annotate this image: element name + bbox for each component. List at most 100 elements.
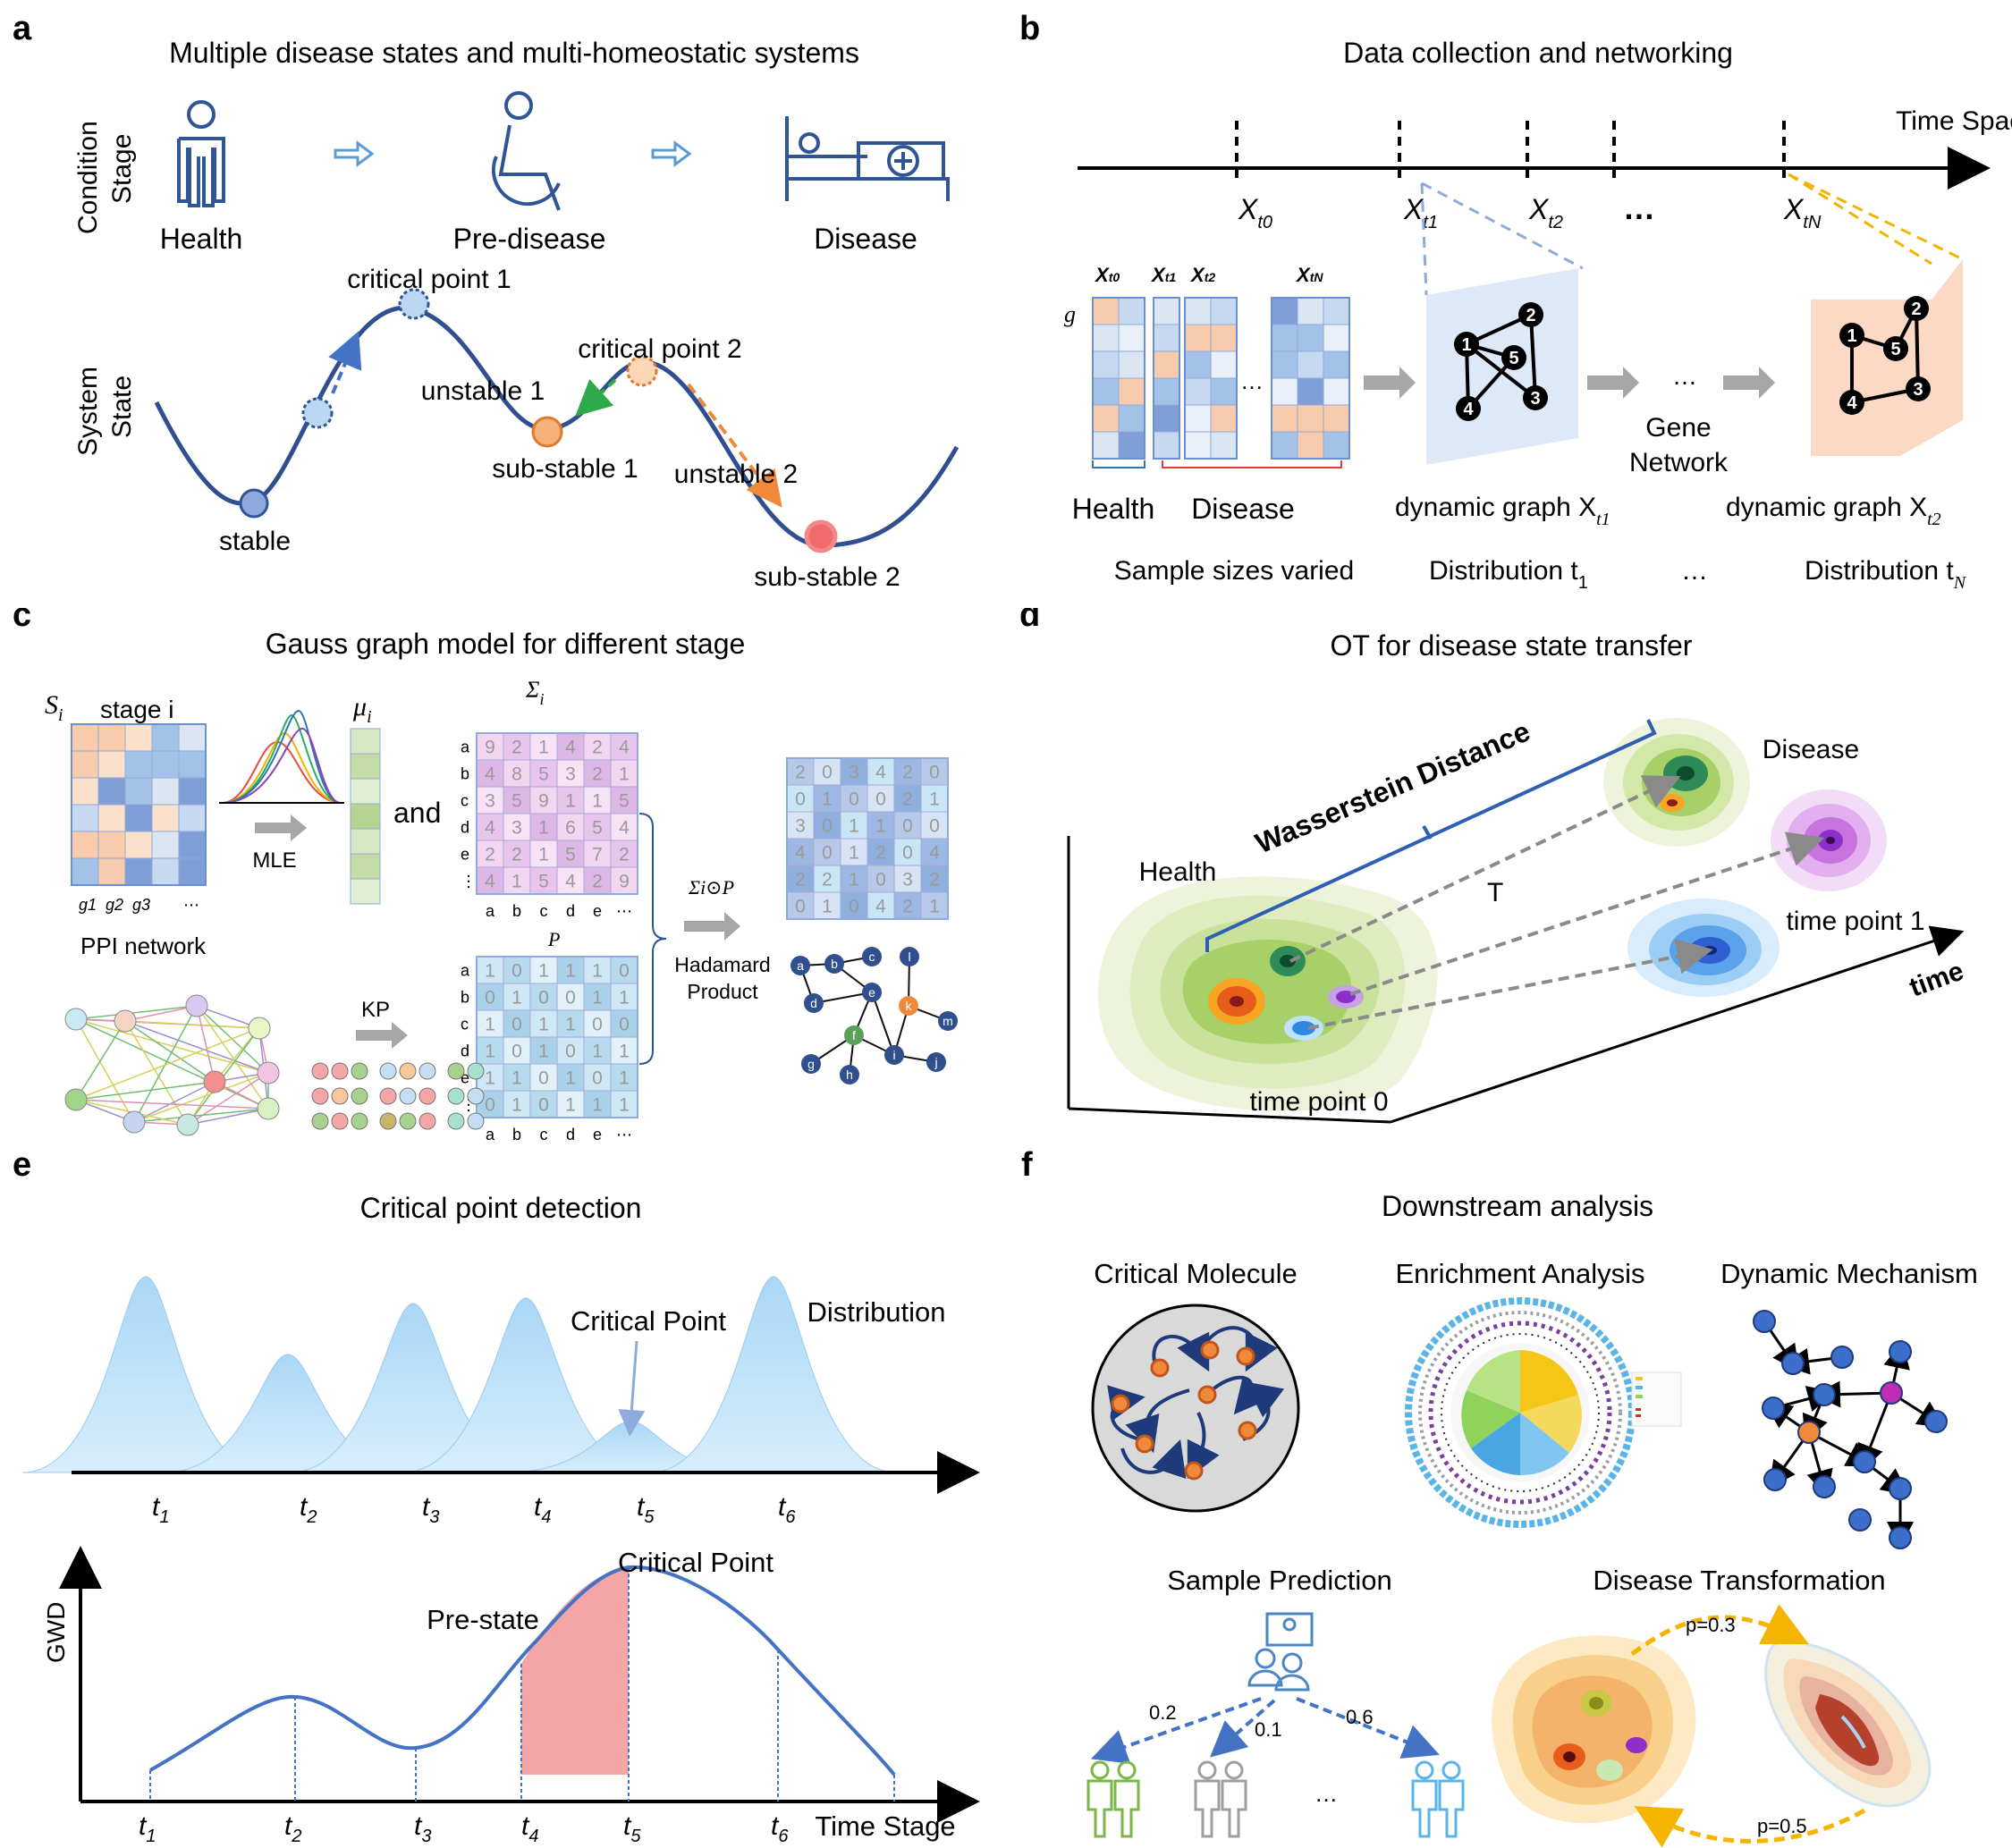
pre-state-area — [521, 1567, 629, 1775]
kp-node-grid — [311, 1062, 485, 1130]
value-cell-text: 1 — [565, 1068, 576, 1089]
people-group-grey-icon — [1194, 1760, 1247, 1838]
kp-dot — [311, 1112, 329, 1130]
value-cell-text: 0 — [485, 988, 495, 1008]
time-label-t0: Xt0 — [1238, 193, 1272, 232]
panel-c-title: Gauss graph model for different stage — [266, 628, 746, 660]
graph-node — [862, 947, 882, 966]
dynamic-graph-t1: dynamic graph Xt1 — [1395, 493, 1610, 529]
value-cell-text: 5 — [538, 764, 549, 785]
stage-matrix-cell — [71, 857, 99, 886]
s-label: Si — [45, 690, 63, 725]
distribution-peak — [649, 1276, 898, 1473]
gene-label-2: g2 — [106, 896, 123, 914]
matrix-cell — [1184, 350, 1212, 379]
value-cell-text: 1 — [619, 1068, 630, 1089]
value-cell — [503, 786, 531, 814]
gene-label-more: ⋯ — [183, 896, 199, 914]
matrix-cell — [1210, 324, 1238, 352]
graph-node — [884, 1045, 904, 1065]
time-stage-label: Time Stage — [815, 1810, 955, 1842]
time-labels: Xt0 Xt1 Xt2 XtN — [1238, 193, 1822, 232]
value-cell-text: 1 — [538, 1042, 549, 1062]
time-ticks — [1235, 121, 1786, 179]
bottom-t-label: t1 — [139, 1811, 156, 1846]
value-cell-text: 3 — [902, 870, 913, 890]
value-cell — [583, 732, 612, 761]
kp-dot — [399, 1112, 417, 1130]
value-cell — [867, 757, 895, 786]
matrix-cell — [1184, 404, 1212, 433]
ppi-network — [64, 994, 280, 1136]
ppi-node — [185, 994, 208, 1017]
value-cell — [503, 1090, 531, 1118]
value-cell-text: 2 — [485, 845, 495, 865]
value-cell-text: 4 — [875, 897, 886, 917]
rising-ball — [301, 397, 334, 429]
value-cell-text: 2 — [511, 738, 522, 758]
time-label-tN: XtN — [1783, 193, 1822, 232]
value-cell — [503, 759, 531, 788]
transformation-arrow-top — [1630, 1604, 1809, 1657]
panel-e: e Critical point detection Critical Poin… — [13, 1146, 980, 1846]
panel-a-title: Multiple disease states and multi-homeos… — [169, 37, 859, 69]
falling-orange-arrow — [687, 383, 782, 508]
value-cell-text: 3 — [565, 764, 576, 785]
value-cell-text: 1 — [849, 816, 859, 837]
row-label: d — [461, 819, 469, 837]
critical-point-label: Critical Point — [571, 1305, 726, 1337]
top-t-label: t3 — [422, 1492, 439, 1527]
distribution-peak — [21, 1276, 270, 1473]
value-cell — [476, 866, 504, 895]
time-label-t2: Xt2 — [1528, 193, 1563, 232]
matrix-cell — [1297, 350, 1324, 379]
dyn-node — [1781, 1352, 1805, 1375]
matrix-cell — [1153, 350, 1180, 379]
rising-arrow — [328, 331, 362, 394]
matrix-cell — [1092, 324, 1120, 352]
value-cell-text: 4 — [875, 763, 886, 783]
dyn-node — [1889, 1340, 1912, 1363]
graph-node-label: k — [906, 999, 913, 1013]
stage-matrix-cell — [124, 777, 153, 806]
value-cell — [610, 956, 638, 984]
value-cell — [476, 759, 504, 788]
row-label: b — [461, 989, 469, 1007]
value-cell-text: 0 — [822, 816, 833, 837]
pre-state-label: Pre-state — [427, 1604, 539, 1635]
hadamard-formula: Σi⊙P — [688, 876, 734, 899]
dyn-node — [1753, 1310, 1776, 1333]
value-cell — [583, 983, 612, 1011]
disease-label: Disease — [1191, 493, 1295, 525]
value-cell-text: 1 — [538, 738, 549, 758]
value-cell — [813, 865, 841, 893]
value-cell — [556, 866, 585, 895]
ppi-edge — [75, 1018, 135, 1123]
graph-edge — [813, 992, 873, 1004]
matrix-cell — [1297, 377, 1324, 406]
panel-f: f Downstream analysis Critical Molecule … — [1021, 1146, 1978, 1848]
value-cell-text: 0 — [511, 1015, 522, 1035]
stage-matrix-cell — [151, 804, 180, 832]
d-time-axis — [1390, 925, 1965, 1124]
gene-axis-labels: g1 g2 g3 ⋯ — [79, 896, 199, 914]
col-label: e — [593, 902, 602, 920]
matrix-cell — [1184, 431, 1212, 460]
value-cell-text: 1 — [511, 1095, 522, 1116]
value-cell-text: 0 — [619, 961, 630, 982]
value-cell-text: 4 — [565, 738, 576, 758]
col-label: a — [486, 1126, 495, 1143]
col-label: d — [566, 902, 575, 920]
gene-label-3: g3 — [132, 896, 150, 914]
hospital-bed-icon — [785, 116, 950, 201]
panel-a: a Multiple disease states and multi-home… — [13, 10, 960, 592]
kp-dot — [418, 1087, 436, 1105]
data-matrix-0 — [1092, 297, 1145, 460]
stage-matrix-cell — [97, 777, 126, 806]
kp-dot — [467, 1112, 485, 1130]
people-group-blue-icon — [1411, 1760, 1465, 1838]
value-cell — [786, 891, 815, 920]
